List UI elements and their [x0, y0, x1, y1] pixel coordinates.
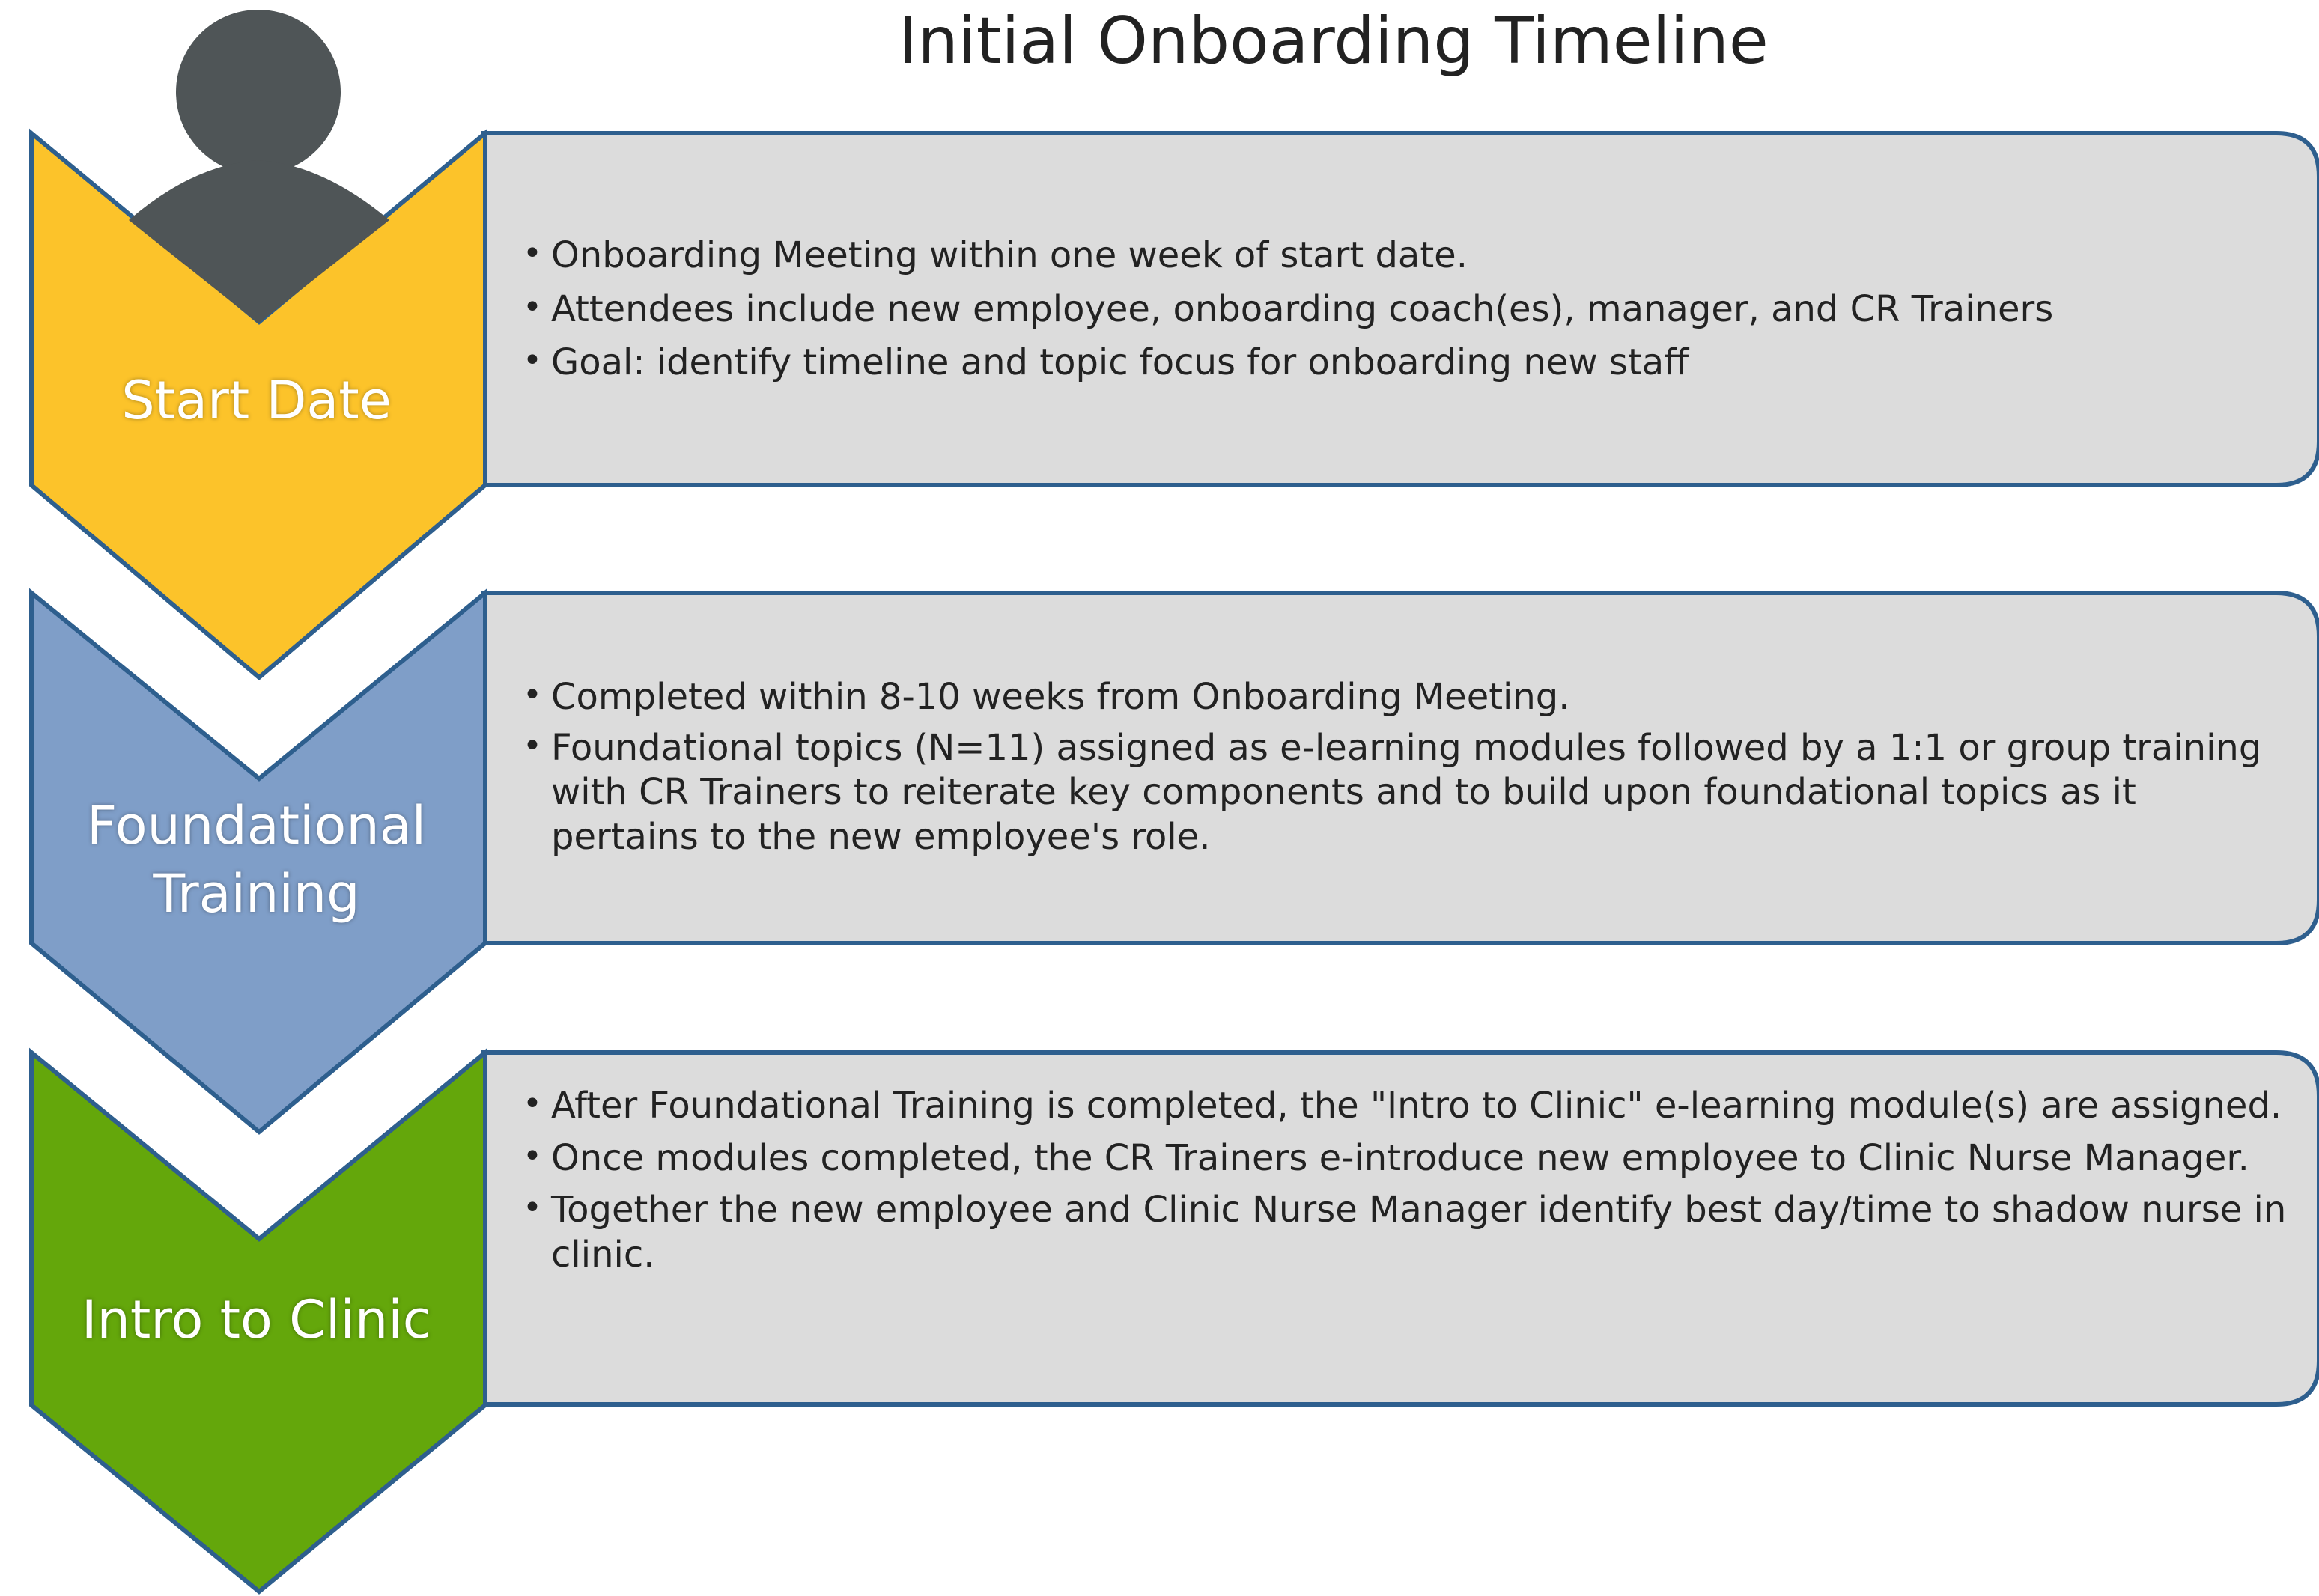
- stage-label-start-date: Start Date: [121, 370, 392, 431]
- bullet-item: Attendees include new employee, onboardi…: [518, 287, 2289, 332]
- stage-details-start-date: Onboarding Meeting within one week of st…: [484, 234, 2319, 395]
- bullet-list: Completed within 8-10 weeks from Onboard…: [518, 675, 2289, 859]
- stage-details-intro-to-clinic: After Foundational Training is completed…: [484, 1084, 2319, 1285]
- bullet-item: Together the new employee and Clinic Nur…: [518, 1188, 2289, 1277]
- bullet-item: Once modules completed, the CR Trainers …: [518, 1136, 2289, 1181]
- bullet-item: Goal: identify timeline and topic focus …: [518, 341, 2289, 386]
- diagram-title: Initial Onboarding Timeline: [899, 4, 1769, 79]
- stage-chevron-foundational-training: [29, 588, 487, 1135]
- bullet-item: Foundational topics (N=11) assigned as e…: [518, 726, 2289, 860]
- bullet-item: Onboarding Meeting within one week of st…: [518, 234, 2289, 278]
- person-silhouette-icon: [129, 10, 389, 323]
- bullet-list: After Foundational Training is completed…: [518, 1084, 2289, 1277]
- stage-details-foundational-training: Completed within 8-10 weeks from Onboard…: [484, 675, 2319, 865]
- stage-chevron-intro-to-clinic: [29, 1047, 487, 1595]
- stage-label-intro-to-clinic: Intro to Clinic: [81, 1289, 432, 1350]
- bullet-item: Completed within 8-10 weeks from Onboard…: [518, 675, 2289, 720]
- bullet-list: Onboarding Meeting within one week of st…: [518, 234, 2289, 386]
- bullet-item: After Foundational Training is completed…: [518, 1084, 2289, 1129]
